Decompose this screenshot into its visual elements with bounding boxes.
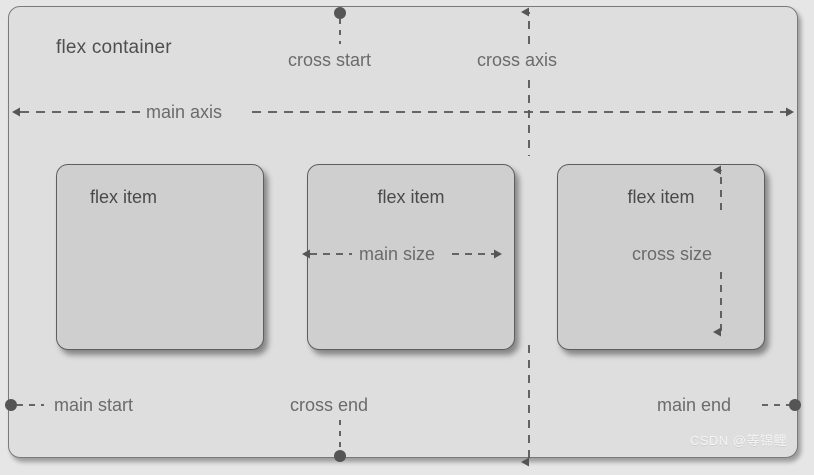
main-start-label: main start — [54, 395, 134, 415]
flex-item-1: flex item — [56, 164, 264, 350]
flex-item-3: flex item — [557, 164, 765, 350]
cross-size-label: cross size — [632, 244, 713, 264]
flex-item-2-label: flex item — [377, 187, 445, 207]
flex-item-3-label: flex item — [627, 187, 695, 207]
flex-item-2: flex item — [307, 164, 515, 350]
watermark: CSDN @等锦鲤 — [689, 433, 787, 448]
cross-end-label: cross end — [290, 395, 369, 415]
main-size-label: main size — [359, 244, 436, 264]
flex-container-box: flex container flex item flex item flex … — [8, 6, 798, 458]
flex-item-1-label: flex item — [90, 187, 158, 207]
cross-axis-label: cross axis — [477, 50, 558, 70]
main-axis-label: main axis — [146, 102, 223, 122]
cross-start-label: cross start — [288, 50, 372, 70]
main-end-label: main end — [657, 395, 732, 415]
flex-container-label: flex container — [56, 37, 172, 58]
